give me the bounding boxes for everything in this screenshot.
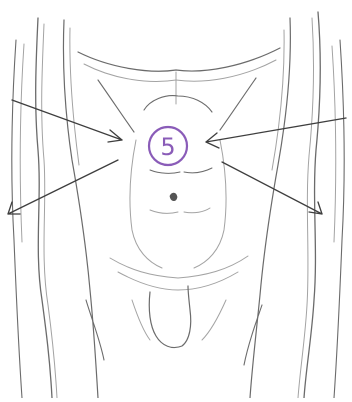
torso-left-outline — [36, 18, 104, 398]
abdominal-muscles — [110, 96, 248, 290]
umbilicus — [170, 193, 177, 201]
arms — [12, 40, 344, 398]
chest-lines — [78, 48, 280, 132]
arrow-lower-left — [8, 160, 118, 214]
groin-sketch — [132, 286, 226, 348]
site-marker: 5 — [149, 127, 187, 165]
marker-number: 5 — [160, 133, 175, 161]
torso-right-outline — [244, 12, 320, 398]
